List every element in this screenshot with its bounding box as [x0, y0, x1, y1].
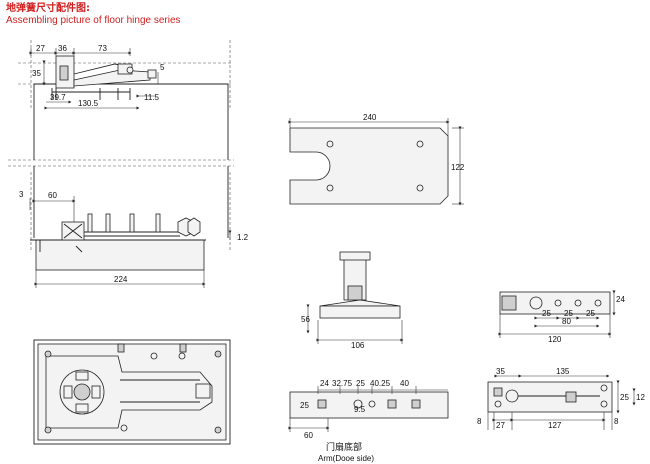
mid-plan-view — [8, 159, 234, 271]
dim-25-b: 25 — [564, 309, 573, 318]
dim-11-5: 11.5 — [144, 93, 160, 102]
dim-25-e: 25 — [300, 401, 309, 410]
title-chinese: 地弹簧尺寸配件图: — [6, 3, 90, 14]
dim-25-d: 25 — [356, 379, 365, 388]
dim-80: 80 — [562, 317, 571, 326]
mid-plan-dimensions: 3 60 1.2 224 — [19, 190, 249, 288]
dim-73: 73 — [98, 44, 107, 53]
dim-120: 120 — [548, 335, 562, 344]
arm-side-view: 24 25 25 25 80 120 — [498, 290, 625, 344]
top-elevation-dimensions: 27 36 73 35 5 39.7 11.5 130.5 — [29, 44, 165, 110]
arm-door-side-view: 24 32.75 25 40.25 40 25 9.5 60 — [288, 379, 449, 440]
dim-25-a: 25 — [542, 309, 551, 318]
dim-25-c: 25 — [586, 309, 595, 318]
dim-40-25: 40.25 — [370, 379, 391, 388]
dim-32-75: 32.75 — [332, 379, 353, 388]
bottom-plan-view — [33, 339, 231, 445]
dim-35: 35 — [32, 69, 41, 78]
top-elevation-view — [18, 40, 232, 160]
arm-plan-view: 35 135 25 12 8 27 127 8 — [477, 367, 645, 430]
dim-127: 127 — [548, 421, 562, 430]
dim-135: 135 — [556, 367, 570, 376]
dim-224: 224 — [114, 275, 128, 284]
dim-122: 122 — [451, 163, 465, 172]
dim-40: 40 — [400, 379, 409, 388]
dim-60: 60 — [48, 191, 57, 200]
dim-36: 36 — [58, 44, 67, 53]
dim-56: 56 — [301, 315, 310, 324]
dim-24-arm: 24 — [616, 295, 625, 304]
dim-130-5: 130.5 — [78, 99, 99, 108]
dim-106: 106 — [351, 341, 365, 350]
cover-plate-view: 240 122 — [288, 113, 465, 206]
caption-english: Arm(Dooe side) — [318, 454, 374, 463]
dim-1-2: 1.2 — [237, 233, 249, 242]
title-english: Assembling picture of floor hinge series — [6, 15, 181, 26]
spindle-side-view: 56 106 — [301, 251, 404, 350]
dim-12: 12 — [636, 393, 645, 402]
dim-27-b: 27 — [496, 421, 505, 430]
dim-39-7: 39.7 — [50, 93, 66, 102]
dim-27: 27 — [36, 44, 45, 53]
dim-5: 5 — [160, 63, 165, 72]
dim-24-b: 24 — [320, 379, 329, 388]
dim-8-b: 8 — [614, 417, 619, 426]
dim-35-b: 35 — [496, 367, 505, 376]
dim-60-b: 60 — [304, 431, 313, 440]
dim-240: 240 — [363, 113, 377, 122]
dim-3: 3 — [19, 190, 24, 199]
dim-8-a: 8 — [477, 417, 482, 426]
dim-25-f: 25 — [620, 393, 629, 402]
caption-chinese: 门扇底部 — [326, 441, 362, 453]
dim-9-5: 9.5 — [354, 405, 366, 414]
